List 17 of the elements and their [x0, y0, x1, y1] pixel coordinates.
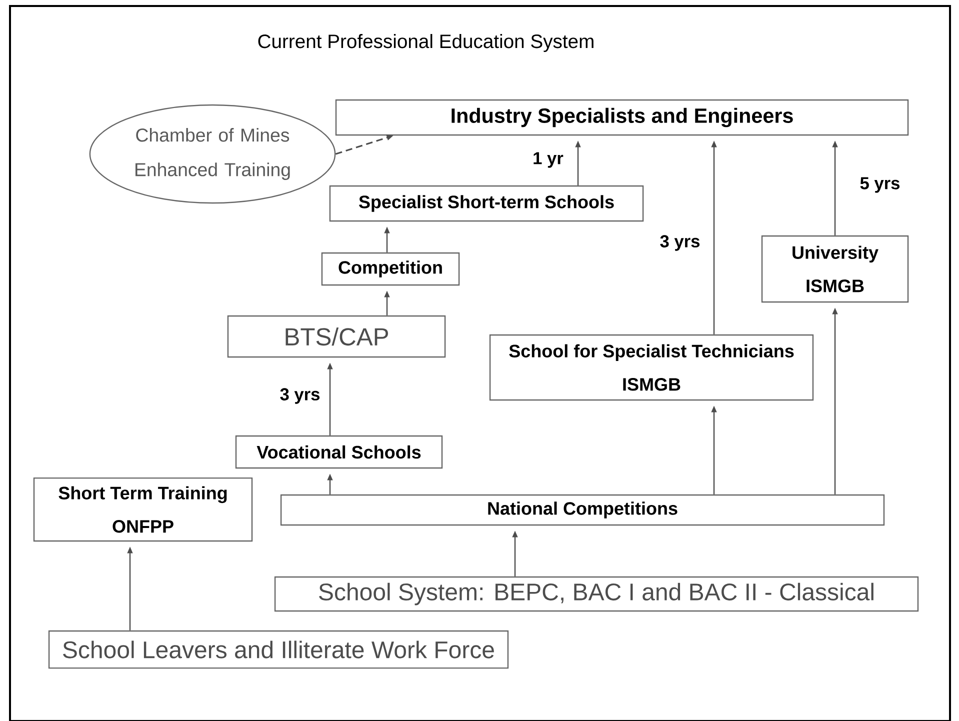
process-box: Industry Specialists and Engineers	[335, 99, 909, 136]
process-box: University ISMGB	[761, 235, 909, 303]
edge-label: 5 yrs	[860, 177, 900, 193]
process-box: Vocational Schools	[235, 435, 443, 469]
process-box: School System: BEPC, BAC I and BAC II - Classical	[274, 576, 919, 612]
process-box: School Leavers and Illiterate Work Force	[48, 630, 509, 669]
edge-label: 1 yr	[534, 152, 564, 168]
process-box: Competition	[321, 252, 460, 286]
title: Current Professional Education System	[258, 34, 594, 52]
edge-label: 3 yrs	[660, 235, 700, 251]
process-box: National Competitions	[280, 494, 885, 526]
edge-label: 3 yrs	[280, 388, 320, 404]
process-box: BTS/CAP	[227, 315, 446, 358]
process-box: Short Term Training ONFPP	[33, 477, 253, 542]
process-box: School for Specialist Technicians ISMGB	[489, 334, 814, 401]
ellipse-node: Chamber of Mines Enhanced Training	[89, 104, 336, 204]
process-box: Specialist Short-term Schools	[329, 185, 644, 222]
